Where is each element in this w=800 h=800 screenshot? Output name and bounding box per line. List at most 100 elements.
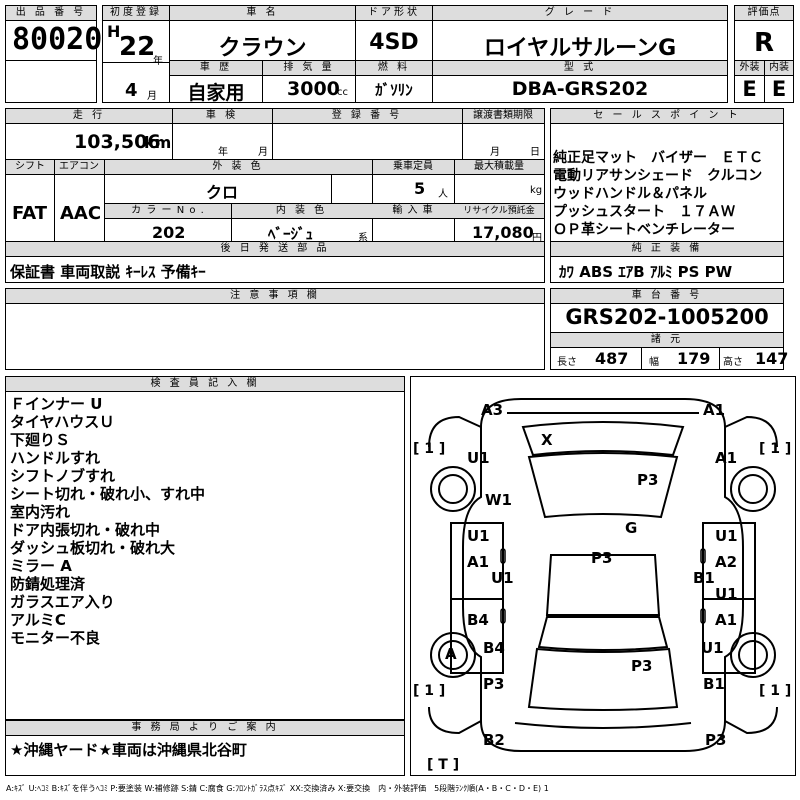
model-code: DBA-GRS202 <box>511 78 649 100</box>
inspector-section: 検 査 員 記 入 欄 Ｆインナー U タイヤハウスＵ 下廻りＳ ハンドルすれ … <box>5 376 405 720</box>
mark-b4-lr: B4 <box>483 639 505 657</box>
score: R <box>753 28 775 58</box>
fuel-label: 燃 料 <box>356 61 432 76</box>
later-parts-label: 後 日 発 送 部 品 <box>6 242 544 257</box>
mark-a-tire: A <box>445 645 457 663</box>
height: 147 <box>755 349 789 368</box>
ac-label: エアコン <box>54 160 104 175</box>
later-parts-value: 保証書 車両取説 ｷｰﾚｽ 予備ｷｰ <box>10 263 206 281</box>
chassis-section: 車 台 番 号 GRS202-1005200 諸 元 長さ 487 幅 179 … <box>550 288 788 370</box>
history: 自家用 <box>187 82 245 104</box>
mileage-label: 走 行 <box>6 109 172 124</box>
mark-b2: B2 <box>483 731 505 749</box>
grade: ロイヤルサルーンG <box>483 36 677 61</box>
fuel: ｶﾞｿﾘﾝ <box>375 81 413 99</box>
inspection-year-unit: 年 <box>218 147 228 158</box>
mark-u1-rd2: U1 <box>715 585 738 603</box>
later-parts: 後 日 発 送 部 品 保証書 車両取説 ｷｰﾚｽ 予備ｷｰ <box>5 241 545 283</box>
tire-rr: [ 1 ] <box>759 683 792 699</box>
reg-year: 22 <box>119 32 156 62</box>
model-cell: 型 式 DBA-GRS202 <box>432 60 728 103</box>
plate-label: 登 録 番 号 <box>272 109 462 124</box>
sales-line: プッシュスタート １７ＡＷ <box>553 204 735 220</box>
door-cell: ドア形状 4SD <box>355 5 433 61</box>
door-type: 4SD <box>369 30 419 55</box>
mark-a2-rd: A2 <box>715 553 738 571</box>
transfer-day-unit: 日 <box>530 147 540 158</box>
mark-g: G <box>625 519 638 537</box>
mark-p3-hood: P3 <box>637 471 659 489</box>
inspector-line: ガラスエア入り <box>10 593 115 611</box>
tire-fl: [ 1 ] <box>413 441 446 457</box>
mark-b1-rr: B1 <box>703 675 725 693</box>
inspector-line: モニター不良 <box>10 629 101 647</box>
lot-blank <box>5 60 97 103</box>
name-label: 車 名 <box>170 6 355 21</box>
transfer-month-unit: 月 <box>490 147 500 158</box>
reg-month-unit: 月 <box>147 91 157 102</box>
lot-number: 80020 <box>12 22 103 57</box>
import-label: 輸 入 車 <box>372 204 454 219</box>
mark-u1-ld2: U1 <box>491 569 514 587</box>
ext-label: 外装 <box>735 61 764 76</box>
mark-w1: W1 <box>485 491 512 509</box>
color-number: 202 <box>152 223 186 242</box>
capacity-label: 乗車定員 <box>372 160 454 175</box>
height-label: 高さ <box>723 357 743 368</box>
inspector-line: アルミC <box>10 611 66 629</box>
lot-cell: 出 品 番 号 80020 <box>5 5 102 61</box>
recycle-fee: 17,080 <box>472 223 534 242</box>
office-value: ★沖縄ヤード★車両は沖縄県北谷町 <box>10 741 247 759</box>
int-grade: E <box>771 77 787 101</box>
transfer-label: 譲渡書類期限 <box>462 109 544 124</box>
width-label: 幅 <box>649 357 659 368</box>
score-cell: 評価点 R <box>734 5 794 61</box>
inspector-line: Ｆインナー U <box>10 395 103 413</box>
mark-u1-ld: U1 <box>467 527 490 545</box>
sales-line: ＯＰ革シートベンチレーター <box>553 222 735 238</box>
color-label: 外 装 色 <box>104 160 372 175</box>
load-label: 最大積載量 <box>454 160 544 175</box>
colorno-label: カ ラ ー N o . <box>105 204 231 219</box>
notes-section: 注 意 事 項 欄 <box>5 288 545 370</box>
inspector-line: ダッシュ板切れ・破れ大 <box>10 539 176 557</box>
history-cell: 車 歴 自家用 <box>169 60 263 104</box>
reg-year-unit: 年 <box>153 56 163 67</box>
inspection-month-unit: 月 <box>258 147 268 158</box>
tire-rl: [ 1 ] <box>413 683 446 699</box>
inspector-label: 検 査 員 記 入 欄 <box>6 377 404 392</box>
disp-label: 排 気 量 <box>263 61 355 76</box>
equipment-label: 純 正 装 備 <box>551 242 783 257</box>
inspector-line: ミラー A <box>10 557 72 575</box>
office-label: 事 務 局 よ り ご 案 内 <box>6 721 404 736</box>
mark-u1-rd: U1 <box>715 527 738 545</box>
displacement: 3000 <box>287 78 340 100</box>
grade-label: グ レ ー ド <box>433 6 727 21</box>
disp-cell: 排 気 量 3000 cc <box>262 60 356 103</box>
office-section: 事 務 局 よ り ご 案 内 ★沖縄ヤード★車両は沖縄県北谷町 <box>5 720 405 776</box>
sales-points: セ ー ル ス ポ イ ン ト 純正足マット バイザー ＥＴＣ 電動リアサンシェ… <box>550 108 784 256</box>
score-label: 評価点 <box>735 6 793 21</box>
disp-unit: cc <box>337 87 348 98</box>
mileage: 103,506 <box>74 131 161 153</box>
mark-p3-roof: P3 <box>591 549 613 567</box>
reg-label: 初度登録 <box>103 6 169 21</box>
int-cell: 内装 E <box>764 60 794 103</box>
inspection-label: 車 検 <box>172 109 272 124</box>
ac: AAC <box>60 203 102 224</box>
inspector-line: 下廻りＳ <box>10 431 71 449</box>
mark-p3-rear: P3 <box>705 731 727 749</box>
interior-color: ﾍﾞｰｼﾞｭ <box>268 225 314 243</box>
mark-u1-rr: U1 <box>701 639 724 657</box>
mileage-unit: km <box>144 133 172 152</box>
chassis-label: 車 台 番 号 <box>551 289 783 304</box>
interior-unit: 系 <box>358 233 368 244</box>
inspector-lines: Ｆインナー U タイヤハウスＵ 下廻りＳ ハンドルすれ シフトノブすれ シート切… <box>10 395 205 647</box>
sales-lines: 純正足マット バイザー ＥＴＣ 電動リアサンシェード クルコン ウッドハンドル＆… <box>553 149 763 239</box>
damage-diagram: A3 A1 X U1 A1 P3 W1 G U1 A1 U1 P3 U1 A2 … <box>410 376 796 776</box>
mark-a3: A3 <box>481 401 504 419</box>
mark-a1-front: A1 <box>703 401 726 419</box>
recycle-unit: 円 <box>532 233 542 244</box>
reg-month: 4 <box>125 80 138 101</box>
tire-fr: [ 1 ] <box>759 441 792 457</box>
